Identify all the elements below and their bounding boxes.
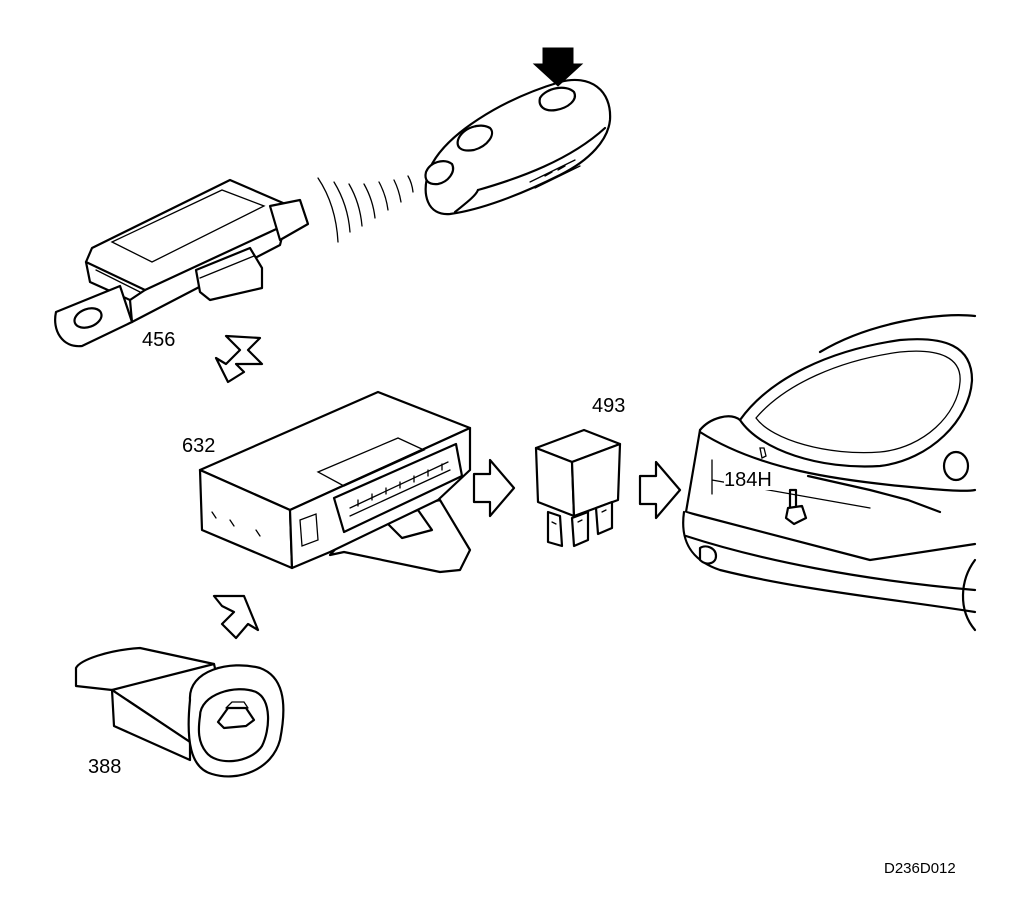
arrow-right-icon bbox=[472, 458, 516, 518]
arrow-up-right-icon bbox=[212, 594, 260, 640]
trunk-lock-icon bbox=[784, 504, 808, 526]
arrow-right-icon bbox=[638, 460, 682, 520]
receiver-456 bbox=[54, 178, 310, 348]
switch-label: 388 bbox=[88, 756, 122, 778]
flow-arrows bbox=[212, 334, 682, 640]
relay-label: 493 bbox=[592, 395, 626, 417]
receiver-label: 456 bbox=[142, 329, 176, 351]
press-arrow-icon bbox=[532, 47, 584, 87]
control-module-632 bbox=[198, 390, 472, 574]
control-module-label: 632 bbox=[182, 435, 216, 457]
arrow-down-left-icon bbox=[214, 334, 264, 384]
remote-key-fob bbox=[424, 47, 612, 216]
car-rear-view bbox=[682, 314, 977, 632]
radio-waves-icon bbox=[317, 175, 414, 243]
trunk-lock-label: 184H bbox=[724, 469, 772, 491]
trunk-switch-388 bbox=[74, 646, 285, 778]
figure-code: D236D012 bbox=[884, 860, 956, 877]
relay-493 bbox=[534, 428, 622, 548]
